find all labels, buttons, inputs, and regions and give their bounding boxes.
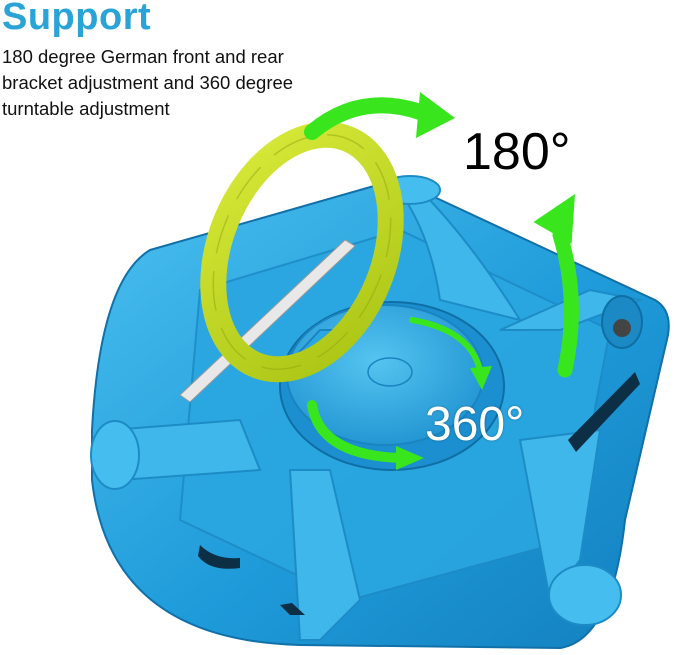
page-title: Support <box>2 0 152 38</box>
feature-description: 180 degree German front and rear bracket… <box>2 46 294 119</box>
handle-ring <box>200 121 404 383</box>
port-opening <box>198 545 240 569</box>
rotation-angle-label: 360° <box>425 398 525 451</box>
stylus-pen <box>179 239 356 403</box>
tilt-angle-label: 180° <box>463 123 571 181</box>
rotation-arrow-icon <box>307 317 492 470</box>
vertical-arrow-icon <box>533 194 579 378</box>
tilt-arrow-icon <box>304 92 455 140</box>
